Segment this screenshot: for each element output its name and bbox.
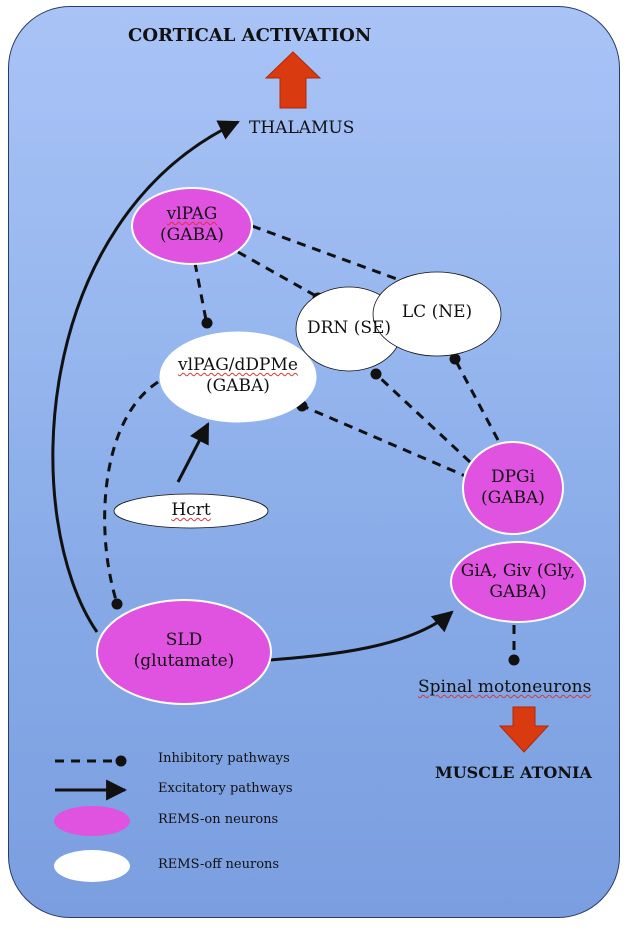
vlpag-ddpme-line2: (GABA) — [206, 376, 270, 396]
atonia-arrow-icon — [498, 706, 550, 753]
vlpag-ddpme-line1: vlPAG/dDPMe — [178, 355, 298, 375]
dpgi-label: DPGi (GABA) — [463, 467, 563, 509]
cortical-arrow-icon — [264, 51, 322, 109]
sld-line1: SLD — [165, 630, 203, 650]
node-hcrt — [113, 493, 269, 529]
node-dpgi — [462, 441, 564, 535]
legend-inhibitory-label: Inhibitory pathways — [158, 751, 290, 766]
spinal-motoneurons-text: Spinal motoneurons — [418, 677, 592, 697]
vlpag-line2: (GABA) — [160, 225, 224, 245]
legend-rems-off-swatch — [54, 850, 130, 882]
sld-to-thalamus-arrow — [51, 120, 240, 633]
vlpag-label: vlPAG (GABA) — [132, 204, 252, 246]
inhibitory-dpgi-to-drn — [370, 368, 472, 464]
drn-label: DRN (SE) — [306, 318, 392, 338]
node-gia — [450, 541, 586, 623]
lc-label: LC (NE) — [401, 302, 473, 322]
gia-label: GiA, Giv (Gly, GABA) — [448, 561, 588, 603]
sld-line2: (glutamate) — [133, 651, 235, 671]
spinal-motoneurons-label: Spinal motoneurons — [418, 677, 591, 697]
sld-label: SLD (glutamate) — [104, 630, 264, 672]
hcrt-to-vlpag-ddpme-arrow — [176, 422, 210, 483]
legend-excitatory-label: Excitatory pathways — [158, 781, 293, 796]
inhibitory-vlpag-ddpme-to-sld — [103, 380, 159, 610]
vlpag-ddpme-label: vlPAG/dDPMe (GABA) — [158, 355, 318, 397]
inhibitory-gia-to-spinal — [508, 625, 520, 666]
cortical-activation-title: CORTICAL ACTIVATION — [128, 25, 372, 46]
node-vlpag-ddpme — [159, 331, 317, 423]
node-vlpag — [131, 187, 253, 265]
hcrt-text: Hcrt — [171, 500, 211, 520]
legend-rems-on-label: REMS-on neurons — [158, 812, 279, 827]
sld-to-gia-arrow — [269, 610, 454, 662]
node-lc — [372, 271, 502, 357]
dpgi-line2: (GABA) — [481, 488, 545, 508]
legend-rems-off-label: REMS-off neurons — [158, 857, 280, 872]
gia-line1: GiA, Giv (Gly, — [460, 561, 576, 581]
inhibitory-vlpag-to-lc — [251, 224, 413, 289]
inhibitory-vlpag-to-drn — [237, 250, 324, 304]
vlpag-line1: vlPAG — [166, 204, 218, 224]
legend-inhibitory-swatch — [55, 755, 127, 767]
thalamus-label: THALAMUS — [249, 118, 355, 138]
muscle-atonia-label: MUSCLE ATONIA — [435, 763, 592, 782]
node-sld — [96, 599, 272, 705]
inhibitory-vlpag-to-vlpag-ddpme — [193, 262, 213, 329]
gia-line2: GABA) — [489, 582, 547, 602]
legend-rems-on-swatch — [54, 806, 130, 836]
inhibitory-dpgi-to-lc — [449, 353, 500, 441]
hcrt-label: Hcrt — [141, 500, 241, 521]
dpgi-line1: DPGi — [490, 467, 536, 487]
